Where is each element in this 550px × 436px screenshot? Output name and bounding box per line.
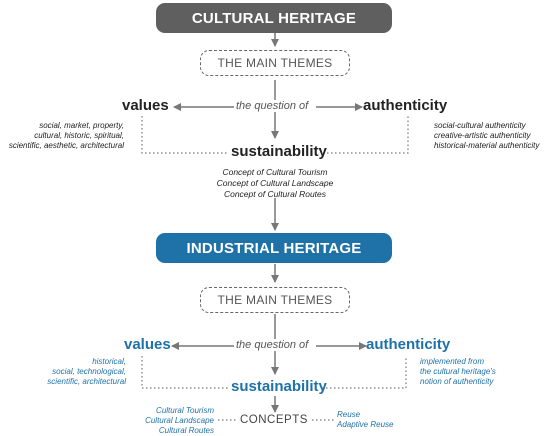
list-item: Concept of Cultural Routes (223, 189, 327, 199)
industrial-sustainability-label: sustainability (231, 378, 327, 395)
industrial-values-list: historical, social, technological, scien… (0, 357, 126, 387)
industrial-values-label: values (124, 336, 171, 353)
list-item: historical, (92, 357, 126, 366)
list-item: Concept of Cultural Landscape (216, 178, 334, 188)
list-item: creative-artistic authenticity (434, 131, 531, 140)
industrial-question-of-label: the question of (234, 339, 311, 351)
cultural-values-label: values (122, 97, 169, 114)
industrial-left-concepts-list: Cultural Tourism Cultural Landscape Cult… (110, 406, 214, 436)
list-item: implemented from (420, 357, 485, 366)
cultural-question-of-label: the question of (234, 100, 311, 112)
list-item: scientific, aesthetic, architectural (8, 141, 124, 150)
list-item: historical-material authenticity (434, 141, 540, 150)
list-item: social-cultural authenticity (434, 121, 526, 130)
list-item: notion of authenticity (420, 377, 494, 386)
industrial-authenticity-list: implemented from the cultural heritage's… (420, 357, 550, 387)
list-item: Cultural Routes (158, 426, 214, 435)
industrial-heritage-title: INDUSTRIAL HERITAGE (156, 233, 392, 263)
list-item: Cultural Landscape (145, 416, 214, 425)
list-item: the cultural heritage's (420, 367, 496, 376)
list-item: scientific, architectural (47, 377, 126, 386)
industrial-authenticity-label: authenticity (366, 336, 451, 353)
cultural-values-list: social, market, property, cultural, hist… (0, 121, 124, 151)
industrial-concepts-label: CONCEPTS (240, 414, 308, 426)
cultural-concepts-list: Concept of Cultural Tourism Concept of C… (195, 167, 355, 200)
list-item: Concept of Cultural Tourism (222, 167, 328, 177)
industrial-right-concepts-list: Reuse Adaptive Reuse (337, 410, 447, 430)
cultural-heritage-title: CULTURAL HERITAGE (156, 3, 392, 33)
list-item: social, technological, (52, 367, 126, 376)
cultural-main-themes-box: THE MAIN THEMES (200, 50, 350, 76)
list-item: cultural, historic, spiritual, (34, 131, 124, 140)
list-item: social, market, property, (39, 121, 124, 130)
list-item: Reuse (337, 410, 361, 419)
cultural-authenticity-label: authenticity (363, 97, 448, 114)
list-item: Cultural Tourism (156, 406, 214, 415)
list-item: Adaptive Reuse (337, 420, 394, 429)
cultural-authenticity-list: social-cultural authenticity creative-ar… (434, 121, 550, 151)
industrial-main-themes-box: THE MAIN THEMES (200, 287, 350, 313)
cultural-sustainability-label: sustainability (231, 143, 327, 160)
